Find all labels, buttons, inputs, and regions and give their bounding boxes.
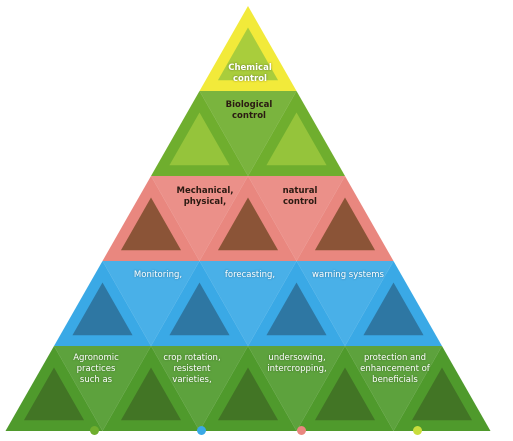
tile-mechanical-down-0 (151, 176, 248, 261)
photo-inset-monitoring-1 (169, 282, 230, 336)
photo-insets (23, 27, 473, 421)
tile-agronomic-down-3 (345, 346, 442, 431)
tile-agronomic-down-0 (54, 346, 151, 431)
photo-inset-monitoring-3 (363, 282, 424, 336)
photo-inset-biological-1 (266, 112, 327, 166)
tile-monitoring-down-2 (296, 261, 394, 346)
photo-inset-monitoring-0 (72, 282, 133, 336)
tile-monitoring-down-1 (199, 261, 297, 346)
legend-dot-lime (413, 426, 422, 435)
photo-inset-mechanical-2 (314, 197, 376, 251)
tile-agronomic-down-1 (151, 346, 248, 431)
legend-dot-green (90, 426, 99, 435)
photo-inset-agronomic-3 (314, 367, 376, 421)
tile-biological-down-0 (199, 91, 297, 176)
legend-dot-blue (197, 426, 206, 435)
photo-inset-mechanical-1 (217, 197, 279, 251)
tile-agronomic-down-2 (248, 346, 345, 431)
photo-inset-chemical-0 (217, 27, 279, 81)
photo-inset-agronomic-1 (120, 367, 182, 421)
photo-inset-monitoring-2 (266, 282, 327, 336)
photo-inset-agronomic-4 (411, 367, 473, 421)
photo-inset-mechanical-0 (120, 197, 182, 251)
tile-monitoring-down-0 (102, 261, 200, 346)
photo-inset-biological-0 (169, 112, 230, 166)
legend-dot-pink (297, 426, 306, 435)
tile-mechanical-down-1 (248, 176, 345, 261)
photo-inset-agronomic-2 (217, 367, 279, 421)
photo-inset-agronomic-0 (23, 367, 85, 421)
